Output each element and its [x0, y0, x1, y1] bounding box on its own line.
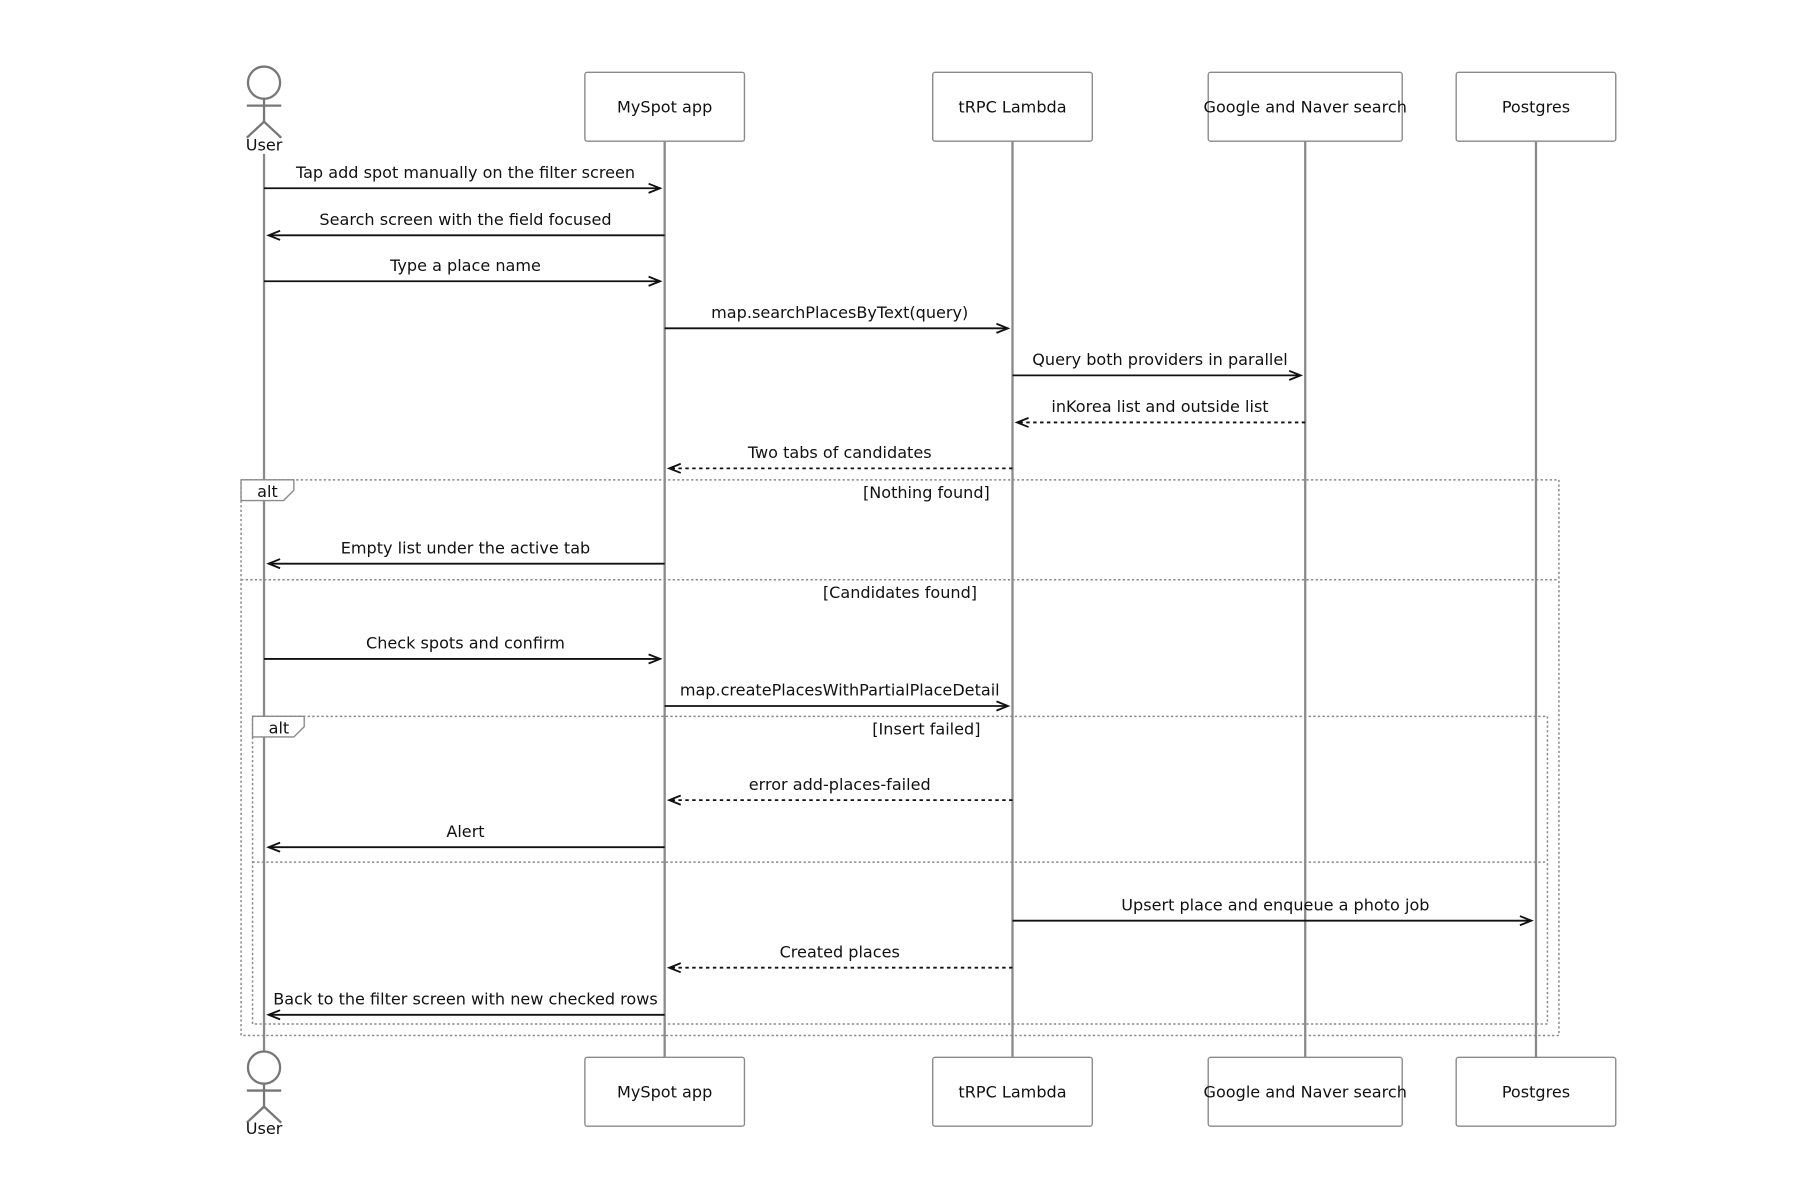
arrow-head-icon	[1288, 369, 1304, 381]
message-15: Back to the filter screen with new check…	[266, 989, 665, 1021]
message-2: Search screen with the field focused	[266, 210, 665, 241]
message-6: inKorea list and outside list	[1014, 397, 1306, 428]
message-label: Alert	[446, 822, 484, 841]
message-9: Check spots and confirm	[264, 634, 663, 665]
message-label: Empty list under the active tab	[341, 538, 590, 557]
arrow-head-icon	[648, 653, 663, 665]
message-label: Back to the filter screen with new check…	[273, 989, 657, 1008]
message-3: Type a place name	[264, 256, 663, 287]
actor-label: User	[246, 135, 283, 154]
message-4: map.searchPlacesByText(query)	[664, 303, 1011, 334]
message-12: Alert	[266, 822, 665, 853]
arrow-head-icon	[266, 558, 281, 570]
actor-user-top: User	[246, 65, 283, 154]
arrow-head-icon	[996, 700, 1011, 712]
message-5: Query both providers in parallel	[1012, 350, 1304, 381]
message-11: error add-places-failed	[666, 775, 1013, 806]
fragment-guard: [Nothing found]	[863, 483, 990, 502]
arrow-head-icon	[996, 322, 1011, 334]
arrow-head-icon	[266, 229, 281, 241]
participant-label: Google and Naver search	[1204, 1082, 1407, 1101]
arrow-head-icon	[648, 275, 663, 287]
participant-label: MySpot app	[617, 98, 712, 117]
arrow-head-icon	[266, 841, 281, 853]
participant-label: tRPC Lambda	[958, 98, 1066, 117]
arrow-head-icon	[1014, 417, 1029, 428]
participant-app-bottom: MySpot app	[584, 1056, 746, 1127]
participant-db-top: Postgres	[1455, 71, 1617, 142]
participant-lambda-bottom: tRPC Lambda	[932, 1056, 1093, 1127]
participant-db-bottom: Postgres	[1455, 1056, 1617, 1127]
alt-fragment-1: alt [Nothing found] [Candidates found]	[240, 479, 1560, 1037]
actor-head	[246, 1050, 282, 1085]
message-7: Two tabs of candidates	[666, 443, 1013, 474]
message-label: map.searchPlacesByText(query)	[711, 303, 968, 322]
fragment-kind: alt	[257, 482, 278, 501]
message-label: Created places	[780, 942, 900, 961]
message-label: Query both providers in parallel	[1032, 350, 1287, 369]
participant-label: Google and Naver search	[1204, 98, 1407, 117]
arrow-head-icon	[666, 462, 682, 474]
participant-label: Postgres	[1502, 1082, 1570, 1101]
message-label: Tap add spot manually on the filter scre…	[295, 163, 635, 182]
message-label: Search screen with the field focused	[319, 210, 611, 229]
arrow-head-icon	[666, 962, 682, 974]
arrow-head-icon	[266, 1009, 281, 1021]
participant-label: Postgres	[1502, 98, 1570, 117]
message-8: Empty list under the active tab	[266, 538, 665, 570]
participant-app-top: MySpot app	[584, 71, 746, 142]
actor-head	[246, 65, 282, 100]
message-10: map.createPlacesWithPartialPlaceDetail	[664, 681, 1011, 712]
message-label: map.createPlacesWithPartialPlaceDetail	[680, 681, 1000, 700]
message-label: error add-places-failed	[749, 775, 931, 794]
message-1: Tap add spot manually on the filter scre…	[264, 163, 663, 194]
participant-search-bottom: Google and Naver search	[1204, 1056, 1407, 1127]
fragment-kind: alt	[269, 719, 290, 738]
actor-label: User	[246, 1119, 283, 1138]
message-label: Two tabs of candidates	[747, 443, 932, 462]
fragment-guard: [Candidates found]	[823, 583, 977, 602]
participant-label: MySpot app	[617, 1082, 712, 1101]
message-label: Type a place name	[389, 256, 541, 275]
arrow-head-icon	[666, 794, 682, 806]
arrow-head-icon	[1519, 915, 1534, 927]
alt-fragment-2: alt [Insert failed]	[251, 715, 1549, 1025]
participant-search-top: Google and Naver search	[1204, 71, 1407, 142]
message-label: inKorea list and outside list	[1051, 397, 1268, 416]
arrow-head-icon	[648, 182, 663, 194]
participant-label: tRPC Lambda	[958, 1082, 1066, 1101]
participant-lambda-top: tRPC Lambda	[932, 71, 1093, 142]
fragment-guard: [Insert failed]	[872, 720, 980, 739]
message-14: Created places	[666, 942, 1013, 974]
message-13: Upsert place and enqueue a photo job	[1012, 895, 1534, 927]
actor-user-bottom: User	[246, 1050, 283, 1138]
message-label: Upsert place and enqueue a photo job	[1121, 895, 1429, 914]
message-label: Check spots and confirm	[366, 634, 565, 653]
